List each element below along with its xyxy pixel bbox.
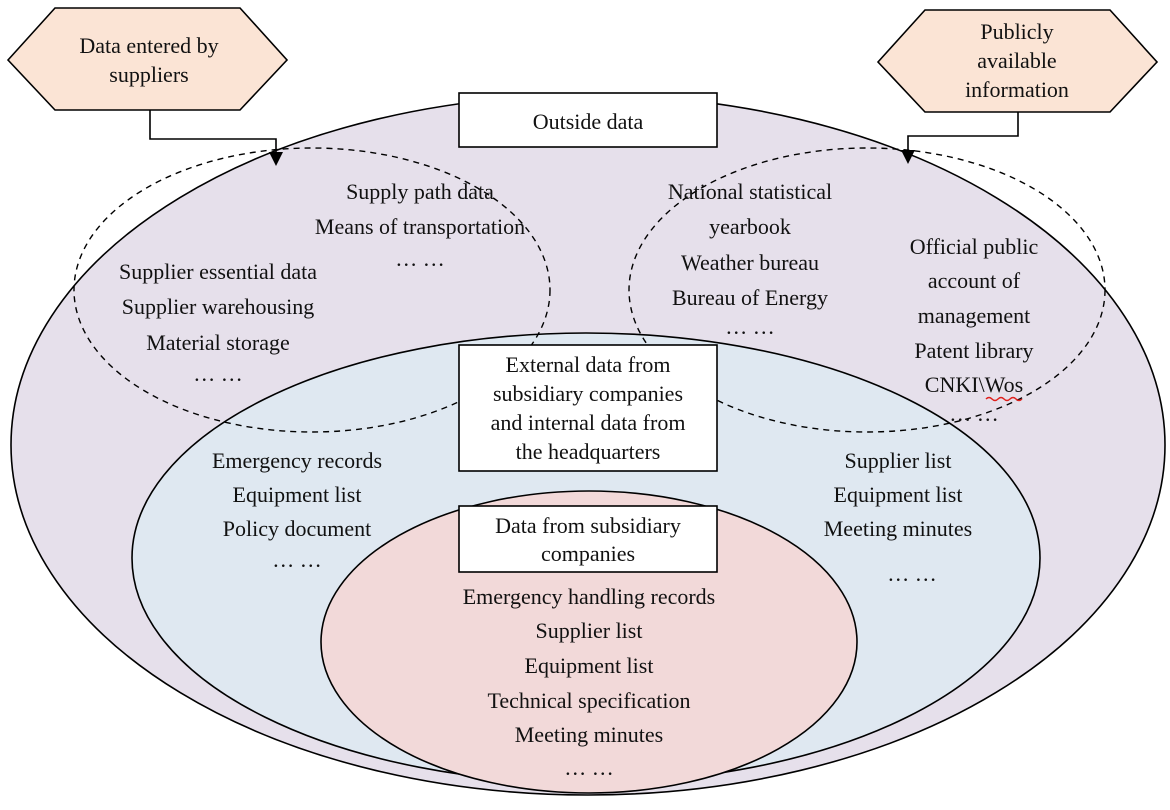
middle-left-item: Emergency records <box>212 448 382 473</box>
subsidiary-item: … … <box>564 755 614 780</box>
public-item: CNKI\Wos <box>925 372 1023 397</box>
public-source-line-1: Publicly <box>980 19 1053 44</box>
suppliers-source-line-2: suppliers <box>109 62 188 87</box>
middle-right-item: Supplier list <box>845 448 952 473</box>
public-data-dashed-ellipse <box>628 147 1106 433</box>
external-internal-title-line-2: subsidiary companies <box>493 381 683 406</box>
middle-right-item: Equipment list <box>834 482 963 507</box>
subsidiary-item: Meeting minutes <box>515 722 663 747</box>
suppliers-source-line-1: Data entered by <box>79 33 218 58</box>
middle-left-item: Equipment list <box>233 482 362 507</box>
external-internal-title-line-4: the headquarters <box>516 439 661 464</box>
subsidiary-title-line-1: Data from subsidiary <box>495 513 681 538</box>
middle-left-item: Policy document <box>223 516 371 541</box>
public-item: management <box>918 303 1030 328</box>
public-item: yearbook <box>709 214 791 239</box>
subsidiary-title-box <box>458 505 718 573</box>
subsidiary-item: Supplier list <box>536 618 643 643</box>
external-internal-title-line-3: and internal data from <box>491 410 686 435</box>
public-arrow-icon <box>901 150 915 164</box>
supplier-item: Means of transportation <box>315 214 525 239</box>
subsidiary-data-ellipse <box>320 490 858 794</box>
public-item: National statistical <box>668 179 832 204</box>
spellcheck-underline <box>985 396 1023 402</box>
middle-right-item: Meeting minutes <box>824 516 972 541</box>
public-item: Patent library <box>914 338 1033 363</box>
suppliers-connector <box>149 110 277 152</box>
external-internal-title-box <box>458 344 718 472</box>
suppliers-arrow-icon <box>269 152 283 166</box>
external-internal-title-line-1: External data from <box>506 352 671 377</box>
supplier-item: Supply path data <box>346 179 494 204</box>
public-item: … … <box>725 314 775 339</box>
middle-right-item: … … <box>887 561 937 586</box>
subsidiary-item: Emergency handling records <box>463 584 716 609</box>
public-source-line-2: available <box>977 48 1056 73</box>
outside-data-title-box <box>458 92 718 148</box>
middle-left-item: … … <box>272 547 322 572</box>
public-connector <box>907 112 1019 150</box>
public-item: Official public <box>910 234 1039 259</box>
public-item: … … <box>949 401 999 426</box>
subsidiary-item: Equipment list <box>525 653 654 678</box>
supplier-item: … … <box>395 246 445 271</box>
supplier-item: Supplier warehousing <box>122 294 314 319</box>
supplier-item: Material storage <box>146 330 290 355</box>
public-item: Bureau of Energy <box>672 285 828 310</box>
supplier-item: Supplier essential data <box>119 259 317 284</box>
public-item: Weather bureau <box>681 250 819 275</box>
supplier-item: … … <box>193 361 243 386</box>
public-item: account of <box>928 268 1021 293</box>
subsidiary-title-line-2: companies <box>541 541 635 566</box>
public-source-hexagon <box>876 9 1159 113</box>
public-source-line-3: information <box>965 77 1069 102</box>
outside-data-title: Outside data <box>533 109 644 134</box>
suppliers-source-hexagon <box>6 7 289 111</box>
subsidiary-item: Technical specification <box>487 688 690 713</box>
supplier-data-dashed-ellipse <box>73 147 551 433</box>
